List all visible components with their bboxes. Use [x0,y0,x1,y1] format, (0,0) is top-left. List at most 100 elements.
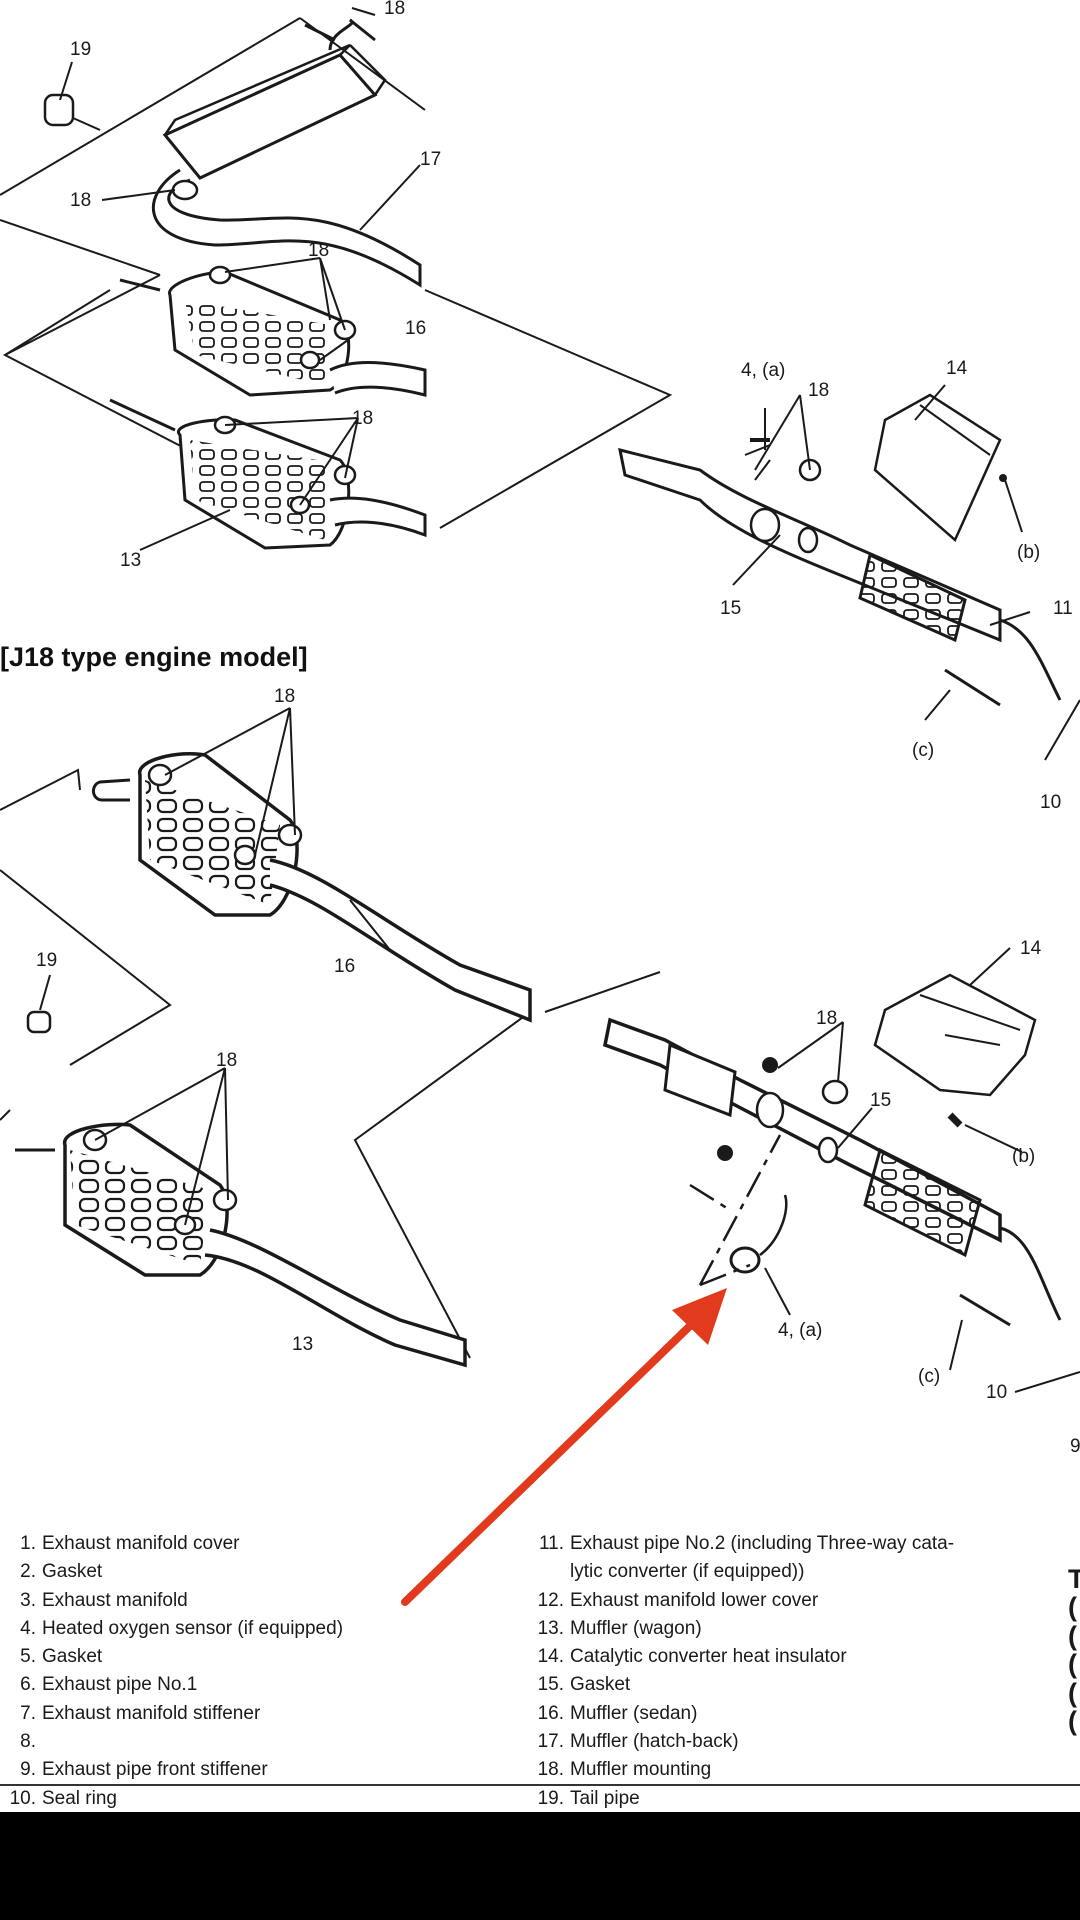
bottom-black-bar [0,1812,1080,1920]
label-18-wagon-top: 18 [352,408,373,429]
legend-item: lytic converter (if equipped)) [528,1558,954,1586]
fragment-char: ( [1068,1620,1077,1651]
legend-item: 2.Gasket [0,1558,343,1586]
label-b-top: (b) [1017,542,1040,563]
leaders-bottom [39,707,1080,1393]
legend-item-label: Exhaust pipe front stiffener [42,1759,268,1781]
legend-item-label: Exhaust manifold stiffener [42,1702,261,1724]
legend-item-number: 16. [537,1702,564,1724]
label-18-front-bottom: 18 [816,1008,837,1029]
heat-insulator-top [873,393,1007,543]
tail-pipe-bottom [26,1010,52,1034]
legend-item: 5. Gasket [0,1643,343,1671]
legend-item-number: 9. [20,1759,36,1781]
legend-item-label: Exhaust manifold [42,1589,188,1611]
exhaust-pipe-top [618,438,1062,701]
label-19-top: 19 [70,39,91,60]
legend-item-label: Gasket [570,1674,631,1696]
legend-item-label: Catalytic converter heat insulator [570,1646,847,1668]
label-c-top: (c) [912,740,934,761]
bottom-diagram [0,707,1080,1393]
legend-item: 3. Exhaust manifold [0,1587,343,1615]
legend-item-label: Exhaust manifold cover [42,1533,240,1554]
legend-item-number: 3. [20,1589,36,1611]
legend-item-label: lytic converter (if equipped)) [570,1561,805,1583]
label-18-sedan-bottom: 18 [274,686,295,707]
label-19-bottom: 19 [36,950,57,971]
legend-item: 18. Muffler mounting [528,1756,954,1784]
label-10-top: 10 [1040,792,1061,813]
label-10-bottom: 10 [986,1382,1007,1403]
legend-item: 9. Exhaust pipe front stiffener [0,1756,343,1784]
legend-item-number: 11. [538,1533,564,1554]
label-c-bottom: (c) [918,1366,940,1387]
label-18-sedan-top: 18 [308,240,329,261]
label-18-hatch-top: 18 [70,190,91,211]
label-18-front-top: 18 [808,380,829,401]
frame-lines-top [0,17,673,529]
heat-insulator-bottom [873,973,1037,1128]
label-13-top: 13 [120,550,141,571]
label-17-top: 17 [420,149,441,170]
legend-item-label: Muffler mounting [570,1759,712,1781]
legend-item-label: Gasket [42,1646,103,1668]
legend-item: 4.Heated oxygen sensor (if equipped) [0,1615,343,1643]
legend-item-number: 18. [537,1759,564,1781]
label-16-bottom: 16 [334,956,355,977]
legend-item-label: Seal ring [42,1787,117,1809]
bolt-c-top [944,668,1001,707]
label-14-bottom: 14 [1020,938,1042,959]
legend-item: 11. Exhaust pipe No.2 (including Three-wa… [528,1530,954,1558]
muffler-hatchback [152,18,422,288]
legend-item-number: 19. [537,1787,564,1809]
top-callouts: 18 19 18 17 18 16 18 13 4, (a) 18 14 (b)… [70,0,1073,813]
legend-item: 6. Exhaust pipe No.1 [0,1671,343,1699]
section-title: [J18 type engine model] [0,642,308,672]
legend-item-label: Muffler (sedan) [570,1702,698,1724]
legend-item-number: 4. [20,1617,36,1639]
label-4a-bottom: 4, (a) [778,1320,822,1341]
label-9-bottom: 9 [1070,1436,1080,1457]
legend-item-label: Exhaust pipe No.2 (including Three-way c… [570,1533,955,1554]
legend-item-number: 6. [20,1674,36,1696]
legend-item-number: 12. [537,1589,564,1611]
fragment-char: ( [1068,1677,1077,1708]
legend-item-label: Muffler (hatch-back) [570,1731,739,1753]
right-edge-fragment: T((((( [1068,1564,1080,1737]
label-15-top: 15 [720,598,741,619]
top-diagram [0,7,1080,761]
label-15-bottom: 15 [870,1090,891,1111]
legend-item-label: Exhaust pipe No.1 [42,1674,198,1696]
legend-item-number: 13. [537,1617,564,1639]
legend-item: 16. Muffler (sedan) [528,1700,954,1728]
legend-item: 12. Exhaust manifold lower cover [528,1587,954,1615]
fragment-char: ( [1068,1592,1077,1623]
legend-item: 19. Tail pipe [528,1785,954,1813]
legend-item: 8. [0,1728,343,1756]
legend-item-number: 8. [20,1731,36,1753]
bolt-c-bottom [959,1293,1011,1327]
label-13-bottom: 13 [292,1334,313,1355]
muffler-wagon-bottom [15,1122,467,1368]
legend-item-number: 17. [537,1731,564,1753]
muffler-sedan-bottom [92,751,532,1023]
legend-item: 14.Catalytic converter heat insulator [528,1643,954,1671]
label-14-top: 14 [946,358,968,379]
legend-item-label: Exhaust manifold lower cover [570,1589,819,1611]
fragment-char: T [1068,1564,1080,1594]
legend-item-number: 5. [20,1646,36,1668]
bottom-divider [0,1784,1080,1786]
legend-item-number: 7. [20,1702,36,1724]
legend-item: 1.Exhaust manifold cover [0,1530,343,1558]
frame-lines-bottom [0,768,661,1359]
legend-right: 11. Exhaust pipe No.2 (including Three-wa… [528,1530,955,1813]
muffler-wagon-top [109,398,427,550]
legend-item-number: 10. [9,1787,36,1809]
legend-item: 10. Seal ring [0,1785,343,1813]
muffler-sedan-top [119,265,427,397]
legend-item-label: Tail pipe [570,1787,640,1809]
fragment-char: ( [1068,1706,1077,1737]
legend-item: 13.Muffler (wagon) [528,1615,954,1643]
label-16-top: 16 [405,318,426,339]
